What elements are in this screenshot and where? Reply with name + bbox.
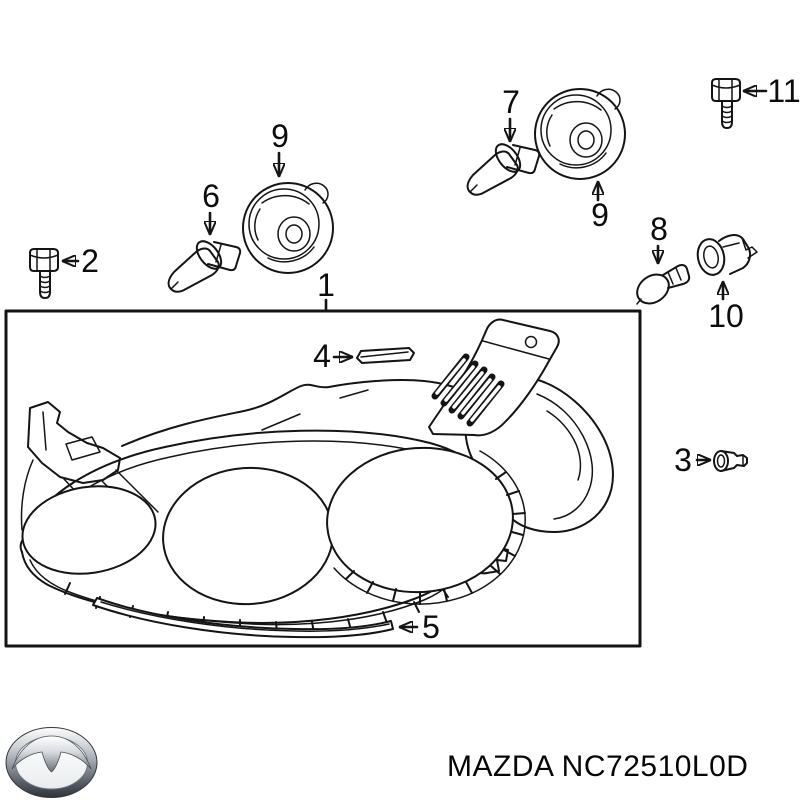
housing-top-outline	[121, 378, 471, 447]
callout-2-label: 2	[81, 243, 99, 279]
socket-10-drawing	[696, 234, 758, 276]
callout-6-label: 6	[202, 178, 220, 214]
clip-3-drawing	[713, 450, 748, 472]
part-number-text: MAZDA NC72510L0D	[447, 750, 749, 783]
callout-4: 4	[313, 338, 354, 374]
retaining-ring-9-left-drawing	[242, 182, 334, 274]
callout-8-label: 8	[650, 211, 668, 247]
bolt-2-drawing	[29, 248, 59, 299]
callout-7: 7	[502, 84, 520, 143]
callout-5-label: 5	[422, 609, 440, 645]
callout-5: 5	[398, 609, 440, 645]
callout-2: 2	[61, 243, 99, 279]
bulb-7-drawing	[466, 138, 541, 196]
callout-1-label: 1	[317, 267, 335, 303]
callout-8: 8	[650, 211, 668, 265]
lens-bowl-center	[162, 466, 334, 606]
callout-11-label: 11	[767, 73, 800, 109]
housing-accent-line	[261, 413, 301, 431]
callout-6: 6	[202, 178, 220, 236]
retaining-ring-9-right-drawing	[534, 88, 626, 180]
trim-strip-4	[356, 347, 415, 364]
callout-3: 3	[674, 442, 712, 478]
trim-strip-5	[92, 597, 394, 639]
callout-9-left-label: 9	[271, 118, 289, 154]
callout-3-label: 3	[674, 442, 692, 478]
logo-wings	[11, 735, 92, 773]
bulb-8-drawing	[636, 264, 691, 305]
callout-10-label: 10	[708, 298, 744, 334]
callout-10: 10	[708, 280, 744, 334]
assembly-box-frame	[4, 309, 642, 648]
callout-4-label: 4	[313, 338, 331, 374]
headlamp-assembly-drawing	[19, 318, 614, 639]
callout-9-right-label: 9	[591, 197, 609, 233]
bolt-11-drawing	[711, 78, 741, 129]
callout-7-label: 7	[502, 84, 520, 120]
bezel-ring	[333, 450, 526, 605]
bulb-6-drawing	[167, 240, 242, 293]
callout-9-left: 9	[271, 118, 289, 178]
callout-11: 11	[742, 73, 800, 109]
housing-accent-line	[339, 389, 369, 399]
ribbed-mount-arm	[428, 318, 560, 437]
lens-bowl-left	[21, 485, 157, 575]
callout-9-right: 9	[591, 180, 609, 233]
callout-1: 1	[317, 267, 335, 312]
mazda-logo	[5, 727, 98, 798]
